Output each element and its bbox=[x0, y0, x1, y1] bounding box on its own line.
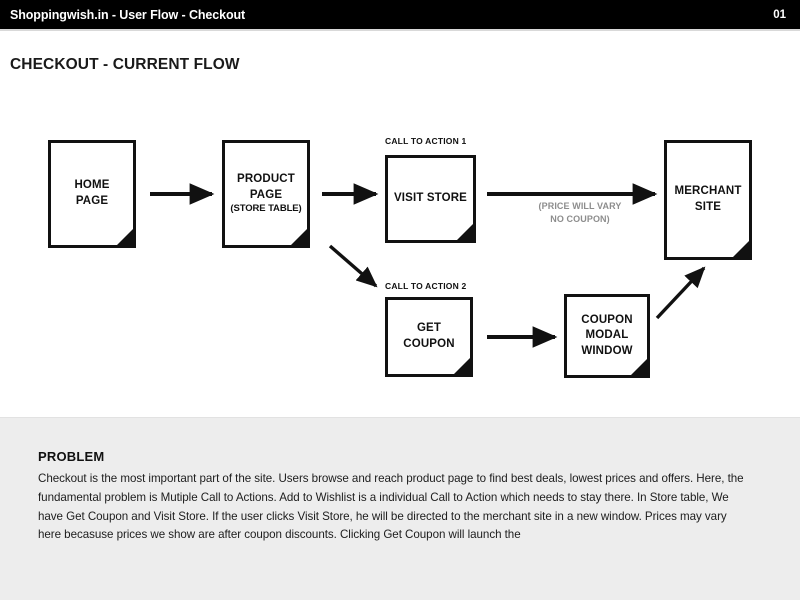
arrow-product-to-get-coupon bbox=[328, 244, 378, 288]
problem-title: PROBLEM bbox=[38, 449, 105, 464]
folded-corner-icon bbox=[290, 228, 308, 246]
get-coupon-line-2: COUPON bbox=[403, 338, 455, 350]
home-page-line-2: PAGE bbox=[75, 195, 109, 207]
home-page-line-1: HOME bbox=[74, 179, 110, 192]
deck-title: Shoppingwish.in - User Flow - Checkout bbox=[10, 7, 246, 22]
merchant-site-line-2: SITE bbox=[694, 201, 722, 213]
folded-corner-icon bbox=[453, 357, 471, 375]
coupon-modal-line-2: MODAL bbox=[585, 329, 629, 342]
price-vary-note: (PRICE WILL VARY NO COUPON) bbox=[500, 200, 660, 225]
flow-node-merchant-site-text: MERCHANT SITE bbox=[675, 184, 742, 215]
call-to-action-2-label: CALL TO ACTION 2 bbox=[385, 281, 467, 291]
flow-node-coupon-modal-window[interactable]: COUPON MODAL WINDOW bbox=[564, 294, 650, 378]
page-number: 01 bbox=[773, 8, 786, 21]
flow-node-visit-store-text: VISIT STORE bbox=[393, 192, 467, 205]
flow-node-get-coupon[interactable]: GET COUPON bbox=[385, 297, 473, 377]
problem-body: Checkout is the most important part of t… bbox=[38, 472, 744, 542]
topbar-divider bbox=[0, 29, 800, 31]
call-to-action-1-label: CALL TO ACTION 1 bbox=[385, 136, 467, 146]
folded-corner-icon bbox=[630, 358, 648, 376]
coupon-modal-line-1: COUPON bbox=[581, 313, 633, 326]
problem-panel: PROBLEM Checkout is the most important p… bbox=[0, 417, 800, 600]
flow-node-product-page-text: PRODUCT PAGE (STORE TABLE) bbox=[230, 172, 301, 216]
flow-node-merchant-site[interactable]: MERCHANT SITE bbox=[664, 140, 752, 260]
product-page-line-1: PRODUCT bbox=[237, 173, 295, 186]
folded-corner-icon bbox=[732, 240, 750, 258]
flow-node-home-page-text: HOME PAGE bbox=[74, 178, 109, 209]
merchant-site-line-1: MERCHANT bbox=[674, 185, 742, 198]
flow-node-product-page[interactable]: PRODUCT PAGE (STORE TABLE) bbox=[222, 140, 310, 248]
product-page-subtitle: (STORE TABLE) bbox=[230, 203, 302, 215]
top-bar: Shoppingwish.in - User Flow - Checkout 0… bbox=[0, 0, 800, 29]
folded-corner-icon bbox=[116, 228, 134, 246]
flow-node-get-coupon-text: GET COUPON bbox=[403, 321, 454, 352]
price-vary-note-line-1: (PRICE WILL VARY bbox=[538, 201, 622, 211]
folded-corner-icon bbox=[456, 223, 474, 241]
price-vary-note-line-2: NO COUPON) bbox=[550, 213, 610, 224]
product-page-line-2: PAGE bbox=[249, 188, 283, 201]
get-coupon-line-1: GET bbox=[416, 322, 442, 335]
flow-diagram: CALL TO ACTION 1 CALL TO ACTION 2 HOME P… bbox=[48, 136, 752, 378]
flow-node-coupon-modal-window-text: COUPON MODAL WINDOW bbox=[581, 313, 632, 360]
flow-node-visit-store[interactable]: VISIT STORE bbox=[385, 155, 476, 243]
arrow-modal-to-merchant bbox=[655, 266, 706, 320]
page-title: CHECKOUT - CURRENT FLOW bbox=[10, 56, 240, 73]
flow-node-home-page[interactable]: HOME PAGE bbox=[48, 140, 136, 248]
coupon-modal-line-3: WINDOW bbox=[581, 344, 633, 357]
